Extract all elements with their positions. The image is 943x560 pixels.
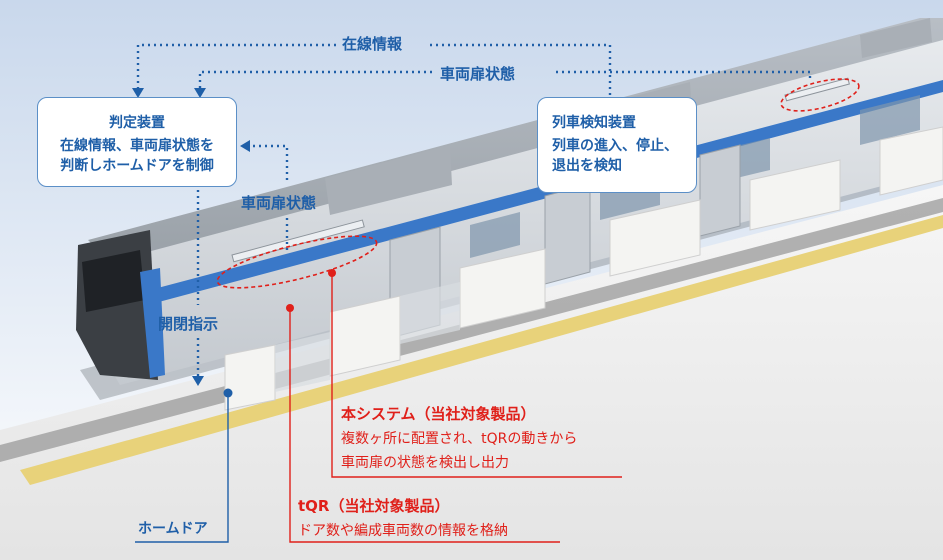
tqr-leader [286, 304, 560, 543]
open-close-arrowhead [192, 376, 204, 386]
train-door [544, 183, 591, 285]
home-door-panel [609, 199, 701, 277]
home-door-frame [275, 332, 330, 392]
door-state-arrowhead-mid [240, 140, 250, 152]
open-close-label: 開閉指示 [158, 315, 219, 333]
home-door-frame [400, 282, 460, 344]
door-state-flow-top [198, 70, 812, 90]
detector-highlight [780, 78, 860, 112]
sensor-bar [231, 219, 365, 263]
system-desc-1: 複数ヶ所に配置され、tQRの動きから [341, 431, 578, 447]
train-detector-box: 列車検知装置 列車の進入、停止、 退出を検知 [537, 97, 697, 193]
judge-device-desc-1: 在線情報、車両扉状態を [60, 138, 214, 154]
door-state-arrowhead-top [194, 88, 206, 98]
door-state-label-mid: 車両扉状態 [241, 194, 317, 212]
system-title: 本システム（当社対象製品） [341, 405, 536, 423]
tqr-desc: ドア数や編成車両数の情報を格納 [298, 523, 508, 539]
system-desc-2: 車両扉の状態を検出し出力 [341, 455, 509, 471]
roof-unit-1 [325, 145, 452, 215]
door-state-label-top: 車両扉状態 [440, 65, 516, 83]
system-highlight [216, 235, 378, 289]
judge-device-box: 判定装置 在線情報、車両扉状態を 判断しホームドアを制御 [37, 97, 237, 187]
train-front-window [82, 250, 145, 312]
home-door-panel [749, 159, 841, 231]
tactile-strip [20, 215, 943, 485]
line-info-label: 在線情報 [342, 35, 403, 53]
sensor-bar [784, 77, 850, 102]
train-window [470, 212, 520, 258]
train-door [699, 144, 741, 237]
train-front-stripe [140, 268, 165, 378]
home-door-leader [135, 388, 233, 543]
home-door-label: ホームドア [138, 521, 208, 537]
train-detector-desc-2: 退出を検知 [552, 158, 622, 174]
line-info-arrowhead [132, 88, 144, 98]
home-door-panel [879, 126, 943, 196]
tqr-title: tQR（当社対象製品） [298, 497, 450, 515]
train-detector-title: 列車検知装置 [552, 115, 636, 131]
train-detector-desc-1: 列車の進入、停止、 [552, 138, 678, 154]
train-roof [88, 18, 943, 262]
platform [0, 185, 943, 560]
roof-unit-3 [860, 18, 932, 58]
judge-device-title: 判定装置 [109, 115, 165, 131]
judge-device-desc-2: 判断しホームドアを制御 [60, 158, 214, 174]
system-leader [328, 269, 622, 478]
line-info-flow [136, 43, 612, 95]
home-door-panel [224, 344, 276, 411]
train-window [860, 95, 920, 145]
